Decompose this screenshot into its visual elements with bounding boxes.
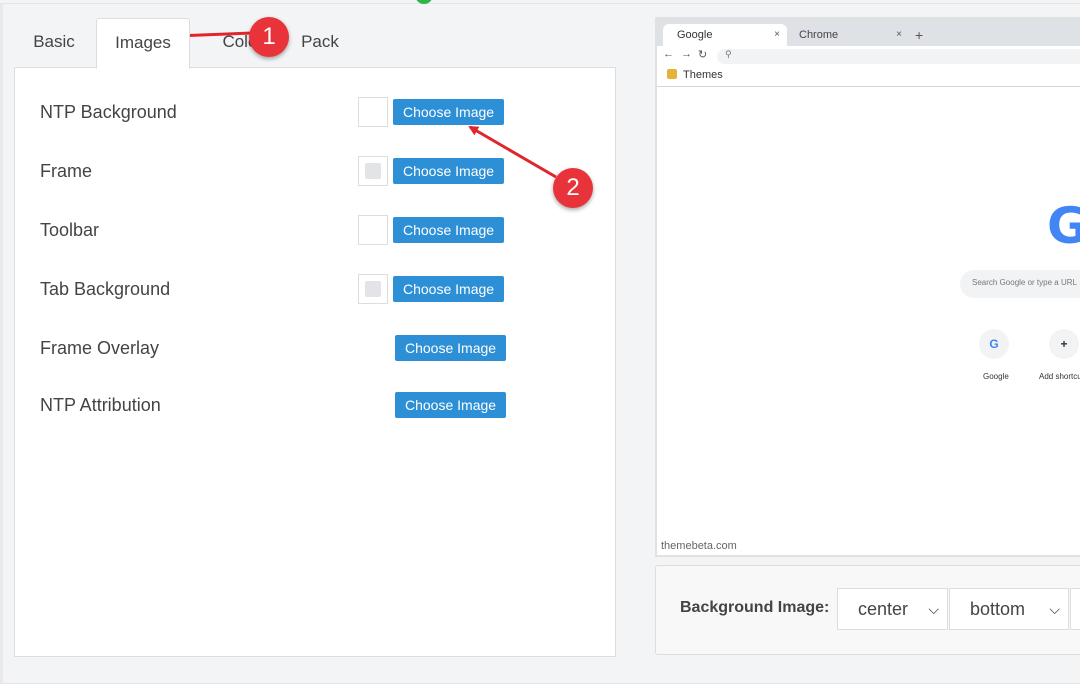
watermark: themebeta.com bbox=[661, 540, 737, 552]
shortcut-label: Google bbox=[983, 372, 1009, 381]
google-shortcut-icon: G bbox=[979, 329, 1009, 359]
tab-images[interactable]: Images bbox=[96, 18, 190, 69]
image-row-ntp-background: NTP Background Choose Image bbox=[40, 97, 600, 129]
image-preview-swatch[interactable] bbox=[358, 215, 388, 245]
reload-icon: ↻ bbox=[698, 49, 708, 61]
image-row-toolbar: Toolbar Choose Image bbox=[40, 215, 600, 247]
close-icon: × bbox=[774, 29, 780, 40]
image-row-ntp-attribution: NTP Attribution Choose Image bbox=[40, 390, 600, 422]
left-edge bbox=[0, 4, 3, 694]
search-icon: ⚲ bbox=[725, 49, 732, 59]
status-dot bbox=[415, 0, 433, 4]
row-label: Toolbar bbox=[40, 220, 100, 240]
close-icon: × bbox=[896, 29, 902, 40]
preview-tab-label: Chrome bbox=[799, 29, 839, 41]
choose-image-button[interactable]: Choose Image bbox=[395, 392, 507, 418]
chevron-down-icon: ⌵ bbox=[928, 601, 939, 617]
annotation-badge-1: 1 bbox=[249, 17, 289, 57]
select-value: bottom bbox=[970, 599, 1026, 619]
chevron-down-icon: ⌵ bbox=[1049, 601, 1060, 617]
row-label: NTP Background bbox=[40, 102, 177, 122]
back-arrow-icon: ← bbox=[663, 48, 674, 60]
preview-tab-strip: Google × Chrome × + bbox=[657, 19, 1080, 46]
choose-image-button[interactable]: Choose Image bbox=[393, 276, 505, 302]
choose-image-button[interactable]: Choose Image bbox=[393, 99, 505, 125]
preview-omnibox: ⚲ bbox=[717, 49, 1080, 64]
top-border bbox=[0, 3, 1080, 4]
preview-new-tab-page: G Search Google or type a URL G Google +… bbox=[657, 87, 1080, 555]
background-image-controls: Background Image: center ⌵ bottom ⌵ bbox=[655, 565, 1080, 655]
select-value: center bbox=[858, 599, 909, 619]
bookmark-folder-icon bbox=[667, 69, 677, 79]
vertical-position-select[interactable]: bottom ⌵ bbox=[949, 588, 1069, 630]
shortcut-label: Add shortcut bbox=[1039, 372, 1080, 381]
row-label: Frame Overlay bbox=[40, 338, 160, 358]
row-label: NTP Attribution bbox=[40, 395, 161, 415]
preview-tab-chrome: Chrome × bbox=[785, 24, 909, 46]
add-shortcut-icon: + bbox=[1049, 329, 1079, 359]
footer-strip bbox=[0, 683, 1080, 695]
preview-ntp-search: Search Google or type a URL bbox=[960, 270, 1080, 298]
image-row-tab-background: Tab Background Choose Image bbox=[40, 274, 600, 306]
background-image-label: Background Image: bbox=[680, 599, 830, 616]
preview-toolbar: ← → ↻ ⚲ bbox=[657, 46, 1080, 66]
choose-image-button[interactable]: Choose Image bbox=[393, 158, 505, 184]
preview-tab-label: Google bbox=[677, 29, 713, 41]
row-label: Frame bbox=[40, 161, 93, 181]
tab-basic[interactable]: Basic bbox=[33, 32, 75, 51]
tab-pack[interactable]: Pack bbox=[301, 32, 339, 51]
choose-image-button[interactable]: Choose Image bbox=[393, 217, 505, 243]
preview-tab-google: Google × bbox=[663, 24, 787, 46]
google-logo-icon: G bbox=[1047, 197, 1080, 255]
theme-preview: Google × Chrome × + ← → ↻ ⚲ Themes G Sea… bbox=[655, 17, 1080, 557]
bookmark-label: Themes bbox=[683, 69, 723, 81]
image-row-frame-overlay: Frame Overlay Choose Image bbox=[40, 333, 600, 365]
row-label: Tab Background bbox=[40, 279, 171, 299]
image-row-frame: Frame Choose Image bbox=[40, 156, 600, 188]
forward-arrow-icon: → bbox=[681, 48, 692, 60]
image-preview-swatch[interactable] bbox=[358, 97, 388, 127]
search-placeholder: Search Google or type a URL bbox=[972, 278, 1077, 287]
annotation-badge-2: 2 bbox=[553, 168, 593, 208]
horizontal-position-select[interactable]: center ⌵ bbox=[837, 588, 948, 630]
images-panel: NTP Background Choose Image Frame Choose… bbox=[14, 67, 616, 657]
image-preview-swatch[interactable] bbox=[358, 274, 388, 304]
image-preview-swatch[interactable] bbox=[358, 156, 388, 186]
choose-image-button[interactable]: Choose Image bbox=[395, 335, 507, 361]
repeat-select[interactable] bbox=[1070, 588, 1080, 630]
preview-bookmarks-bar: Themes bbox=[657, 66, 1080, 87]
new-tab-icon: + bbox=[915, 27, 924, 43]
